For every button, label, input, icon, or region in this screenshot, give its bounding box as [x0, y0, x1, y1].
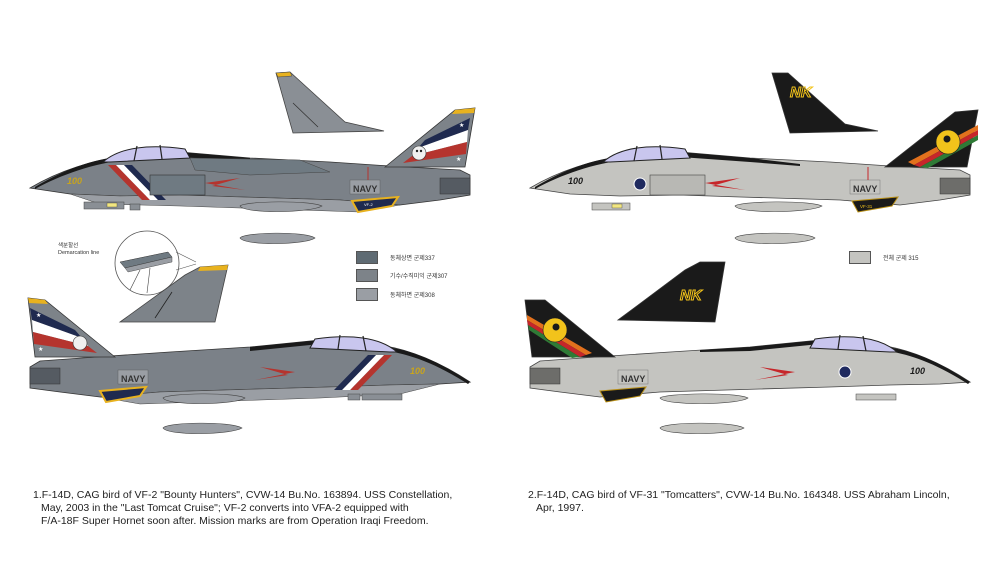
vf31-side-left-facing: 100 NAVY VF-31: [528, 109, 979, 244]
profile-1-vf2: 100 ★ ★ NAVY VF-2: [0, 0, 500, 527]
vf31-ventral-marking: VF-31: [860, 204, 873, 209]
vf31-side-right-facing: 100 NAVY: [524, 299, 972, 434]
legend-swatch-nose-fin: [356, 269, 378, 282]
demarcation-detail: [114, 230, 197, 296]
legend-swatch-upper: [356, 251, 378, 264]
legend-swatch-lower: [356, 288, 378, 301]
vf31-tail-code-top: NK: [790, 84, 813, 101]
caption-profile-1: 1.F-14D, CAG bird of VF-2 "Bounty Hunter…: [33, 489, 493, 528]
vf2-navy-marking-right: NAVY: [121, 374, 145, 384]
vf2-ventral-marking: VF-2: [364, 202, 373, 207]
vf2-modex-right: 100: [410, 366, 425, 376]
demarcation-label: 색분할선 Demarcation line: [58, 243, 99, 257]
caption-1-line-1: 1.F-14D, CAG bird of VF-2 "Bounty Hunter…: [33, 489, 453, 501]
legend-label-upper: 동체상면 군제337: [390, 256, 435, 262]
vf2-artwork: 100 ★ ★ NAVY VF-2: [27, 71, 476, 434]
legend-label-lower: 동체하면 군제308: [390, 293, 435, 299]
demarcation-label-en: Demarcation line: [58, 250, 100, 256]
caption-1-line-3: F/A-18F Super Hornet soon after. Mission…: [41, 515, 429, 527]
vf2-navy-marking: NAVY: [353, 184, 377, 194]
legend-swatch-overall: [849, 251, 871, 264]
profile-2-vf31: NK 100 NAVY VF-31 NK: [500, 0, 1000, 514]
vf2-modex: 100: [67, 176, 82, 186]
vf31-fin-view-bottom: NK: [616, 261, 726, 323]
legend-item-upper: 동체상면 군제337: [356, 251, 435, 264]
caption-2-line-2: Apr, 1997.: [536, 502, 584, 514]
caption-profile-2: 2.F-14D, CAG bird of VF-31 "Tomcatters",…: [528, 489, 988, 515]
svg-text:★: ★: [36, 312, 41, 319]
legend-label-overall: 전체 군제 315: [883, 256, 919, 262]
legend-label-nose-fin: 기수/수직미익 군제307: [390, 274, 448, 280]
vf31-tail-code-bottom: NK: [680, 287, 703, 304]
vf2-fin-view-top: [275, 71, 385, 134]
legend-item-nose-fin: 기수/수직미익 군제307: [356, 269, 448, 282]
vf2-side-right-facing: 100 ★ ★ NAVY: [27, 297, 472, 434]
demarcation-label-kr: 색분할선: [58, 243, 79, 249]
legend-item-overall: 전체 군제 315: [849, 251, 918, 264]
vf31-modex: 100: [568, 176, 583, 186]
svg-text:★: ★: [38, 346, 43, 353]
vf31-modex-right: 100: [910, 366, 925, 376]
vf2-fin-view-bottom: [118, 264, 229, 323]
caption-2-line-1: 2.F-14D, CAG bird of VF-31 "Tomcatters",…: [528, 489, 950, 501]
vf31-navy-marking: NAVY: [853, 184, 877, 194]
svg-text:★: ★: [459, 122, 464, 129]
vf2-side-left-facing: 100 ★ ★ NAVY VF-2: [28, 107, 476, 244]
vf31-navy-marking-right: NAVY: [621, 374, 645, 384]
vf31-artwork: NK 100 NAVY VF-31 NK: [524, 72, 979, 434]
legend-item-lower: 동체하면 군제308: [356, 288, 435, 301]
caption-1-line-2: May, 2003 in the "Last Tomcat Cruise"; V…: [41, 502, 409, 514]
svg-text:★: ★: [456, 156, 461, 163]
vf31-fin-view-top: NK: [771, 72, 879, 134]
